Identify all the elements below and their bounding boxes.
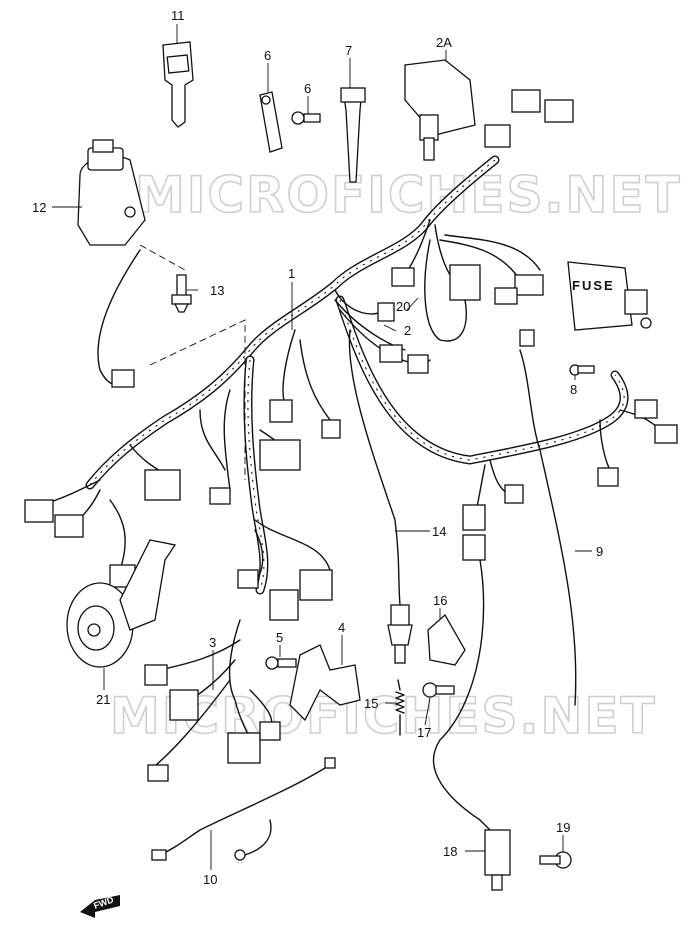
- callout-15: 14: [432, 524, 446, 539]
- callout-18: 17: [417, 725, 431, 740]
- callout-3: 3: [209, 635, 216, 650]
- connector-group-lower: [109, 564, 333, 782]
- callout-12: 11: [171, 8, 185, 23]
- main-wiring-harness: [85, 155, 629, 595]
- spring-16: [395, 679, 405, 736]
- ground-lead-11: [151, 757, 336, 861]
- callout-6: 6: [264, 48, 271, 63]
- callout-4: 4: [338, 620, 345, 635]
- relay-21: [391, 264, 544, 305]
- screw-18: [422, 682, 455, 698]
- callout-16: 15: [364, 696, 378, 711]
- screw-7: [291, 111, 321, 125]
- cable-tie-8: [340, 87, 366, 183]
- bolt-5: [265, 656, 297, 670]
- callout-labels: 11 12 13 6 6 7 2A 1 20 2 8 9 14 16 15 17…: [32, 8, 603, 887]
- fuse-box: FUSE: [567, 261, 652, 331]
- callout-14: 13: [210, 283, 224, 298]
- bolt-20: [539, 851, 572, 869]
- relay-2a: [404, 59, 476, 161]
- horn: [66, 539, 177, 668]
- callout-19: 18: [443, 844, 457, 859]
- cover-17: [427, 613, 466, 666]
- screw-9: [569, 364, 595, 376]
- callout-7: 6: [304, 81, 311, 96]
- ignition-key: [162, 41, 194, 128]
- callout-1: 1: [288, 266, 295, 281]
- callout-13: 12: [32, 200, 46, 215]
- ignition-switch: [77, 139, 146, 246]
- callout-11: 10: [203, 872, 217, 887]
- callout-17: 16: [433, 593, 447, 608]
- forward-arrow: FWD: [80, 894, 120, 918]
- watermark-bottom: MICROFICHES.NET: [110, 687, 657, 745]
- callout-10: 9: [596, 544, 603, 559]
- fuse-box-label: FUSE: [572, 278, 615, 293]
- connector-group-2: [377, 302, 535, 374]
- bracket-4: [289, 644, 361, 722]
- sensor-19: [484, 829, 511, 891]
- leader-lines: [52, 24, 592, 870]
- connector-group-center: [462, 399, 678, 561]
- connector-group-left: [24, 369, 341, 538]
- callout-21: 20: [396, 299, 410, 314]
- callout-22: 21: [96, 692, 110, 707]
- callout-9: 8: [570, 382, 577, 397]
- switch-15: [387, 604, 413, 664]
- callout-20: 19: [556, 820, 570, 835]
- connector-group-top: [484, 89, 574, 148]
- wire-clamp-6: [259, 91, 283, 153]
- callout-2: 2: [404, 323, 411, 338]
- watermark-top: MICROFICHES.NET: [135, 166, 682, 224]
- bolt-14: [171, 274, 192, 313]
- branch-wires: [39, 219, 661, 856]
- callout-8: 7: [345, 43, 352, 58]
- callout-5: 5: [276, 630, 283, 645]
- callout-2a: 2A: [436, 35, 452, 50]
